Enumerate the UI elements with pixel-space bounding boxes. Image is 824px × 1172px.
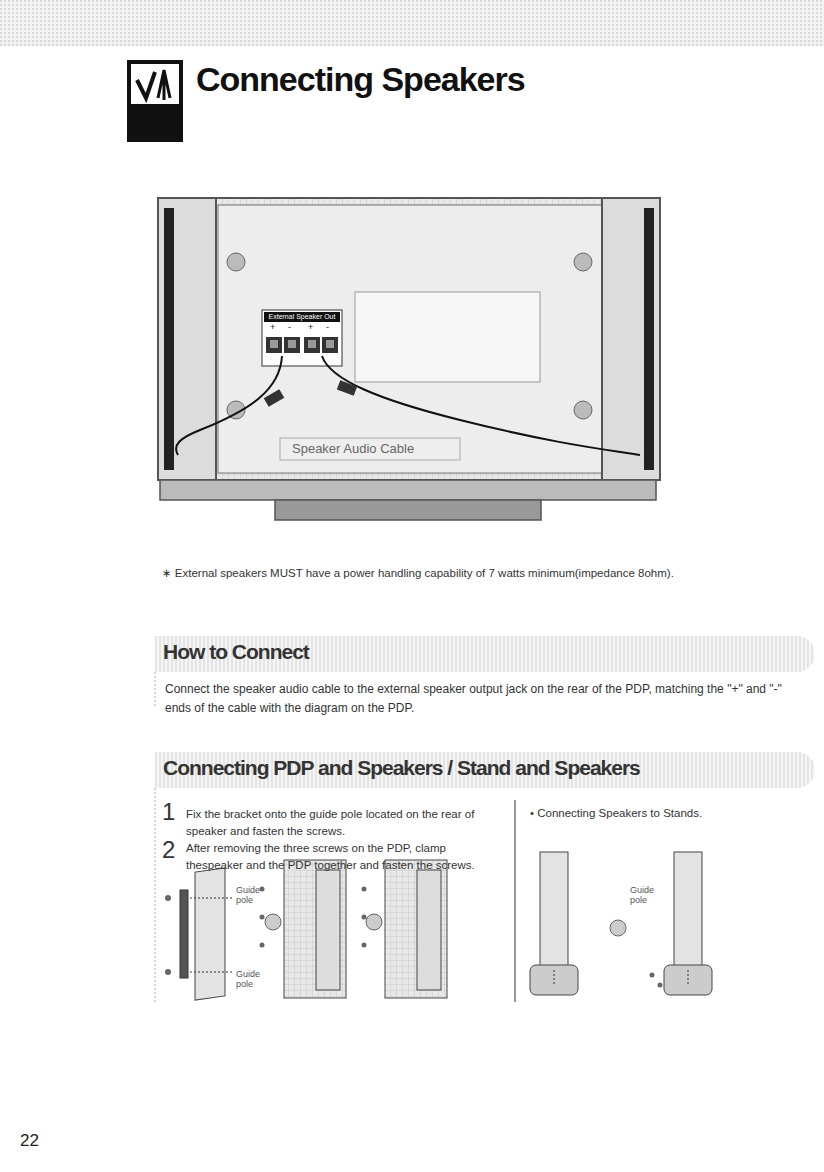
step-number: 2 <box>162 838 175 862</box>
step-text: After removing the three screws on the P… <box>186 840 496 873</box>
part-label: Guide pole <box>630 886 670 906</box>
step-text: Fix the bracket onto the guide pole loca… <box>186 806 496 839</box>
section-box: How to ConnectConnect the speaker audio … <box>155 636 815 723</box>
polarity-sign: - <box>326 322 329 332</box>
polarity-sign: - <box>288 322 291 332</box>
terminal-label: External Speaker Out <box>264 312 340 322</box>
cable-label: Speaker Audio Cable <box>290 441 416 457</box>
section-body: Connect the speaker audio cable to the e… <box>155 672 815 723</box>
part-label: Guide pole <box>236 970 276 990</box>
section-heading: Connecting PDP and Speakers / Stand and … <box>155 752 815 788</box>
section-heading: How to Connect <box>155 636 815 672</box>
step-number: 1 <box>162 800 175 824</box>
polarity-sign: + <box>308 322 313 332</box>
page-number: 22 <box>20 1130 39 1151</box>
sub-heading: • Connecting Speakers to Stands. <box>530 806 800 820</box>
polarity-sign: + <box>270 322 275 332</box>
section-box: Connecting PDP and Speakers / Stand and … <box>155 752 815 788</box>
page-title: Connecting Speakers <box>196 58 525 101</box>
note: ∗ External speakers MUST have a power ha… <box>162 566 822 580</box>
part-label: Guide pole <box>236 886 276 906</box>
